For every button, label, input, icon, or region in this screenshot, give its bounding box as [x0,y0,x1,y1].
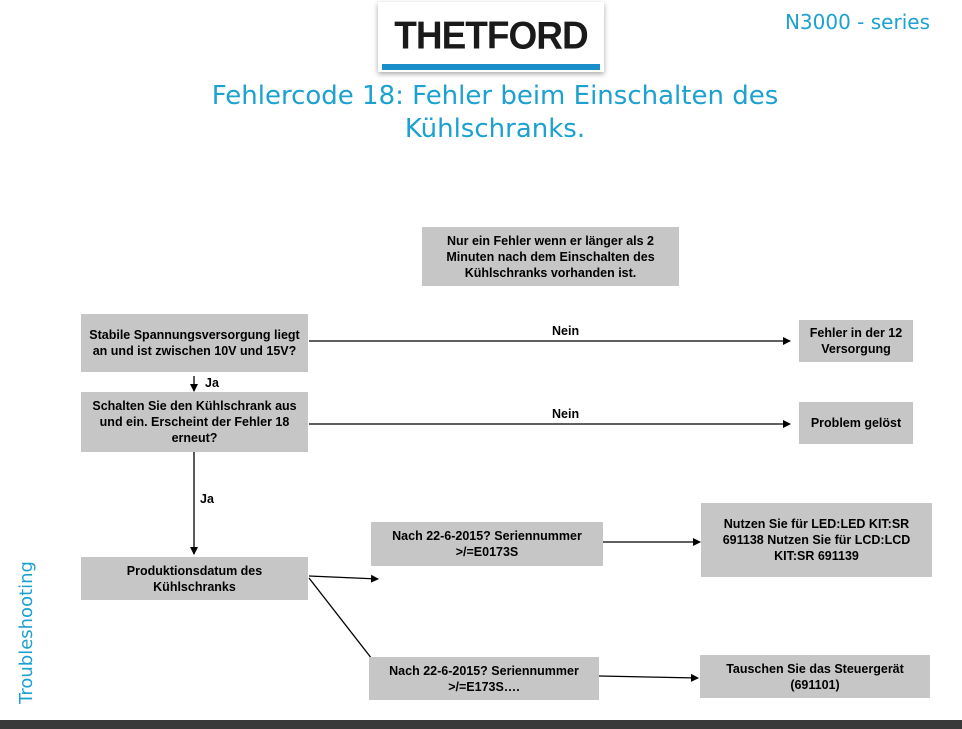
arrow-q3-branch-a [308,574,379,583]
question-power-supply: Stabile Spannungsversorgung liegt an und… [81,314,308,372]
line-q3-branch-b [308,577,373,660]
note-box: Nur ein Fehler wenn er länger als 2 Minu… [422,227,679,286]
title-line-1: Fehlercode 18: Fehler beim Einschalten d… [211,81,779,111]
result-led-lcd-kit: Nutzen Sie für LED:LED KIT:SR 691138 Nut… [701,503,932,577]
result-supply-error: Fehler in der 12 Versorgung [799,320,913,362]
result-replace-control-unit: Tauschen Sie das Steuergerät (691101) [700,655,930,698]
series-label: N3000 - series [784,10,930,34]
result-problem-solved: Problem gelöst [799,402,913,444]
question-restart-fridge: Schalten Sie den Kühlschrank aus und ein… [81,392,308,452]
branch-serial-e0173s: Nach 22-6-2015? Seriennummer >/=E0173S [371,522,603,566]
logo-underline [382,64,600,70]
arrow-branch-b-result [598,673,699,682]
logo-text: THETFORD [394,13,588,57]
label-q2-yes: Ja [200,492,214,506]
question-production-date: Produktionsdatum des Kühlschranks [81,557,308,600]
thetford-logo: THETFORD [378,2,604,72]
label-q1-yes: Ja [205,376,219,390]
bottom-border [0,720,962,729]
label-q1-no: Nein [552,324,580,338]
title-line-2: Kühlschranks. [404,114,586,144]
branch-serial-e173s: Nach 22-6-2015? Seriennummer >/=E173S…. [369,657,599,700]
page-title: Fehlercode 18: Fehler beim Einschalten d… [180,80,810,146]
label-q2-no: Nein [552,407,580,421]
